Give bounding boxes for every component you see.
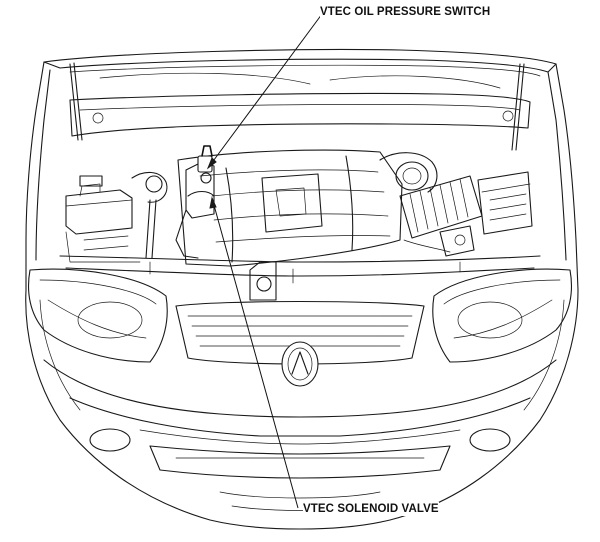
radiator-support xyxy=(59,255,541,301)
grille xyxy=(175,300,425,387)
leader-solenoid-valve xyxy=(211,197,299,509)
vtec-solenoid-valve-label: VTEC SOLENOID VALVE xyxy=(303,502,439,516)
headlight-right xyxy=(432,268,573,363)
headlight-left xyxy=(27,268,168,363)
cowl-panel xyxy=(69,72,531,137)
left-components xyxy=(65,171,168,263)
leader-oil-pressure-switch xyxy=(207,13,323,169)
front-bumper xyxy=(43,359,557,511)
hood xyxy=(43,48,557,151)
right-components xyxy=(379,152,533,257)
leader-lines xyxy=(206,13,323,509)
vtec-oil-pressure-switch-label: VTEC OIL PRESSURE SWITCH xyxy=(320,5,491,19)
body-outline xyxy=(25,61,579,530)
